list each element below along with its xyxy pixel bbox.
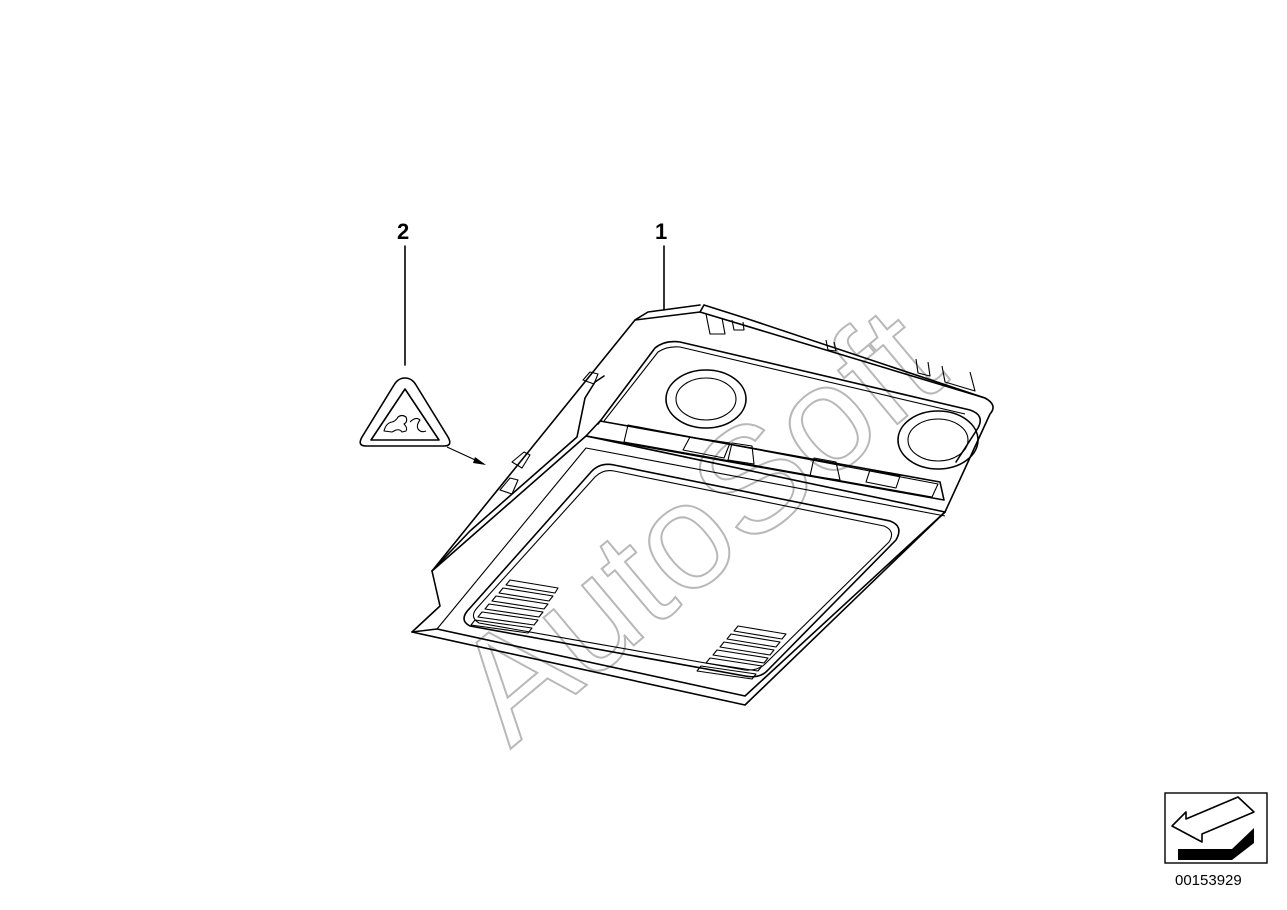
interior-light-unit[interactable] <box>411 304 994 706</box>
callout-1-label[interactable]: 1 <box>655 219 667 244</box>
warning-triangle-icon[interactable] <box>359 377 451 447</box>
diagram-id-label: 00153929 <box>1175 872 1242 889</box>
callout-2-label[interactable]: 2 <box>397 219 409 244</box>
watermark-text: AutoSoft <box>423 275 972 774</box>
arrow-icon[interactable] <box>1164 792 1268 864</box>
right-vent-grille <box>696 625 787 680</box>
left-vent-grille <box>470 579 559 634</box>
callout-2-arrowhead <box>473 457 486 465</box>
